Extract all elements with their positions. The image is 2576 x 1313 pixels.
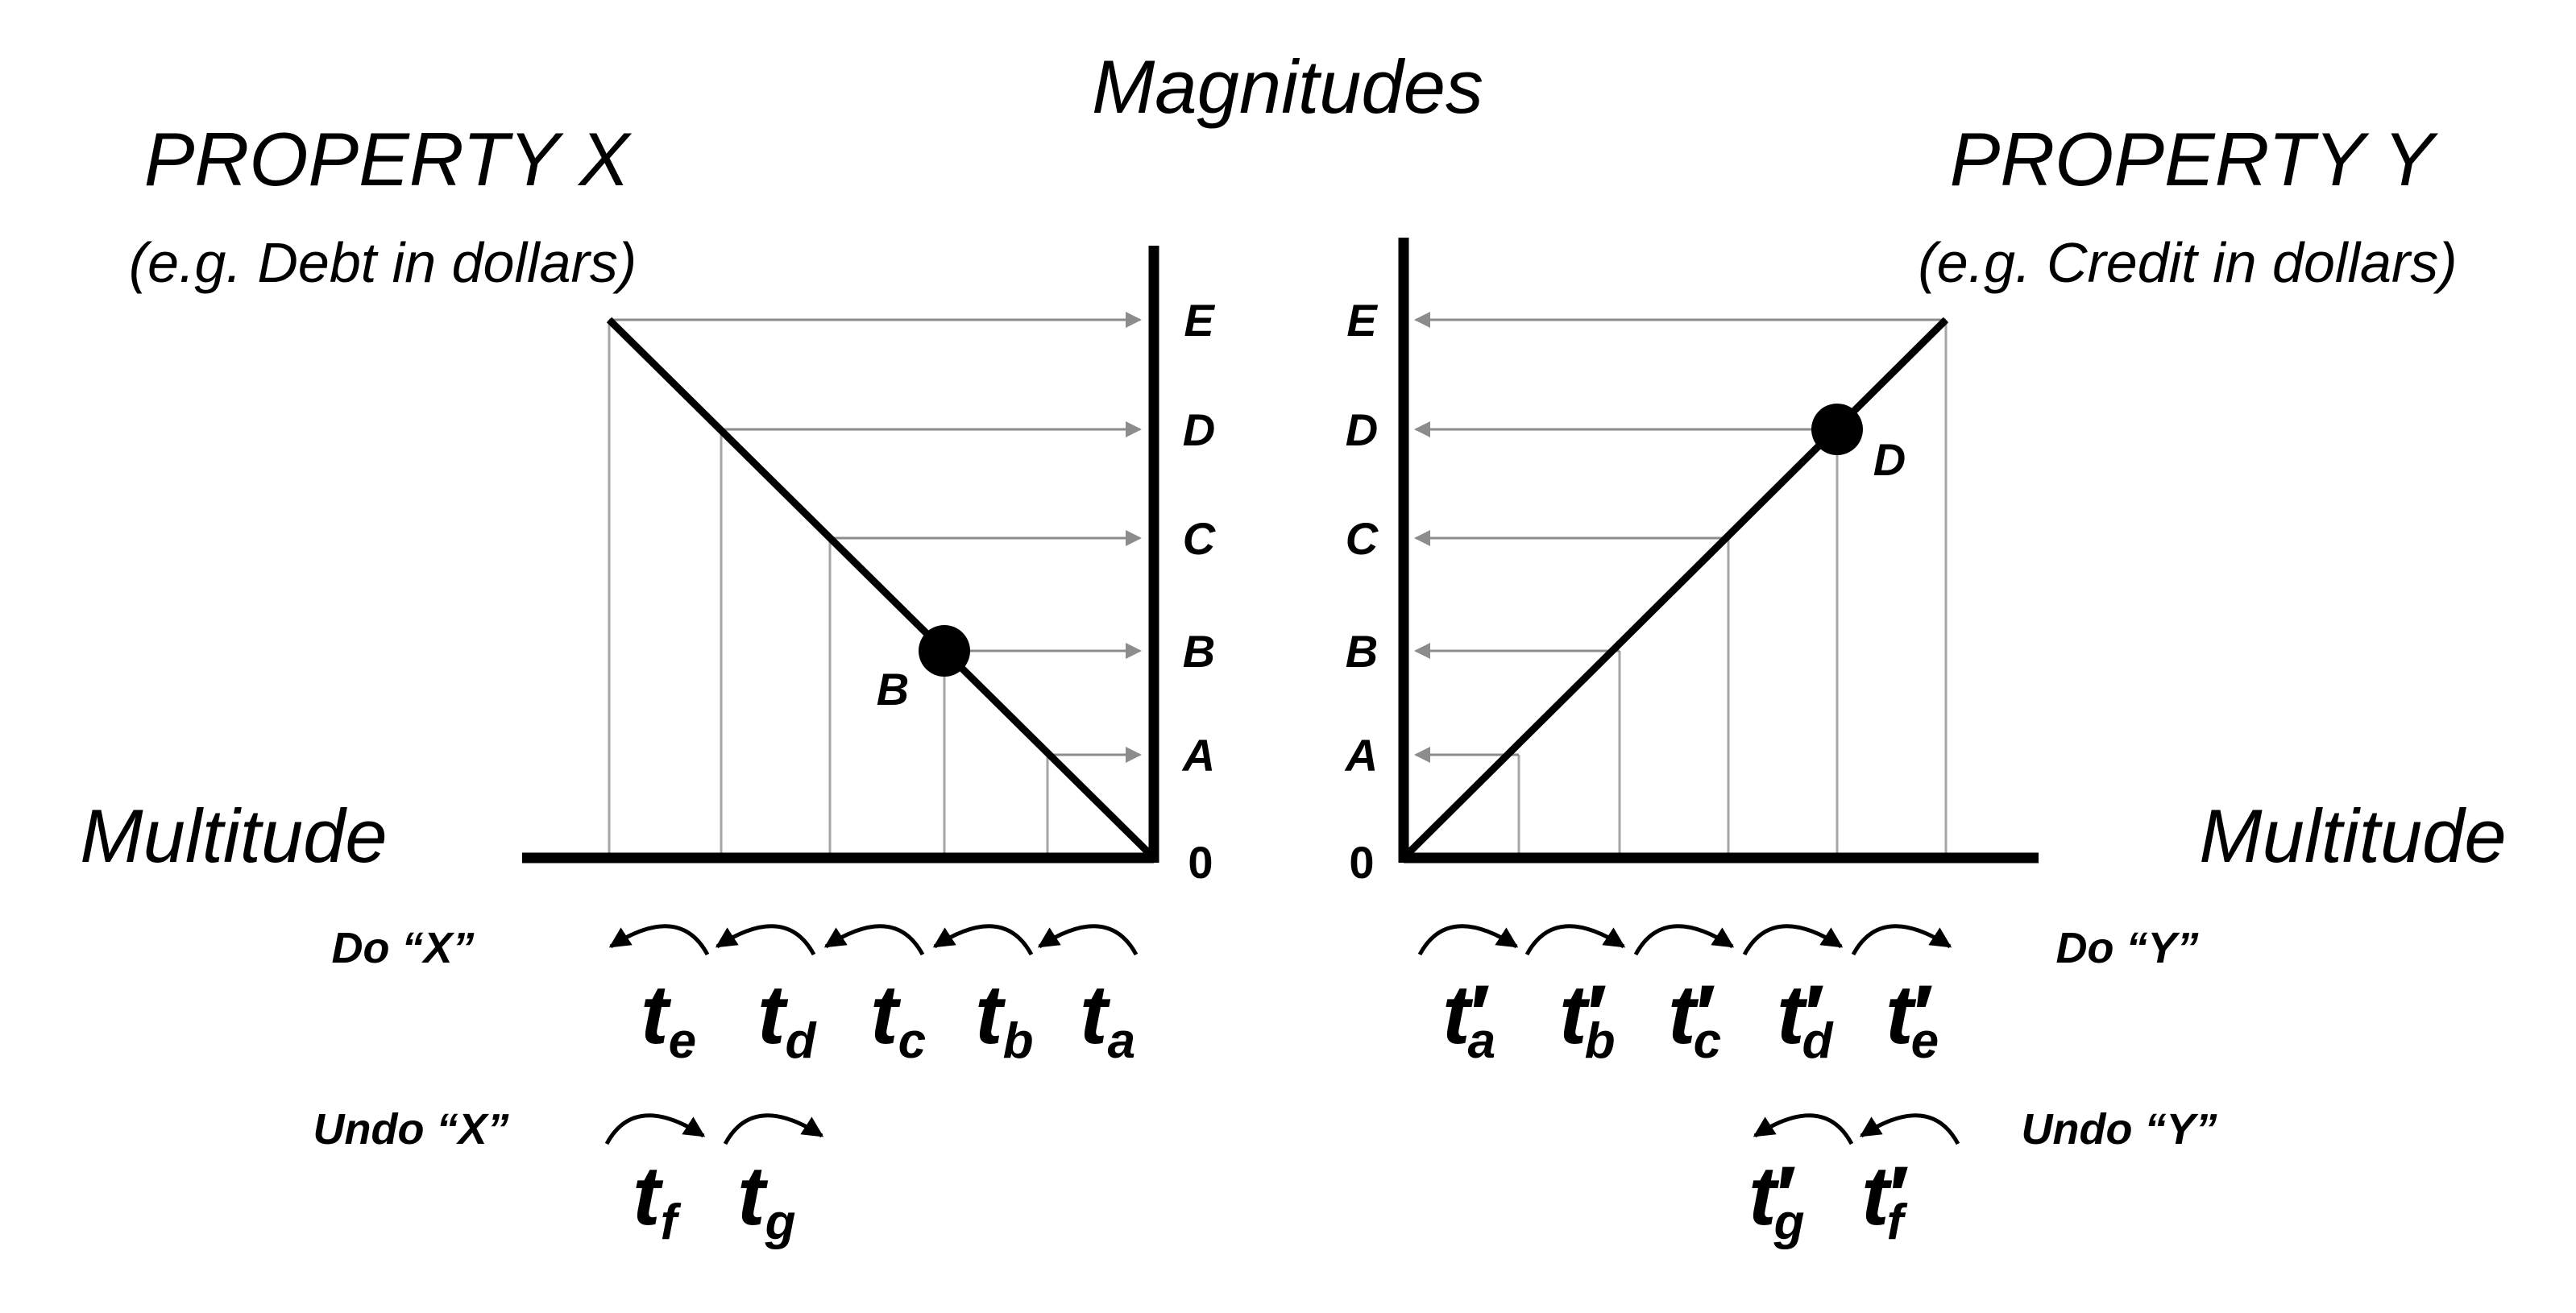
left-undo-label: Undo “X” (313, 1105, 509, 1154)
time-label-tc-prime: t′c (1668, 968, 1721, 1069)
right-axis-zero: 0 (1349, 837, 1374, 888)
left-do-arcs (608, 924, 1139, 956)
time-label-tg-prime: t′g (1748, 1149, 1804, 1250)
right-undo-times: t′g t′f (1748, 1149, 1910, 1250)
right-undo-arcs (1753, 1113, 1960, 1145)
right-undo-arc (1859, 1113, 1960, 1145)
right-do-arc (1742, 924, 1844, 956)
left-projection-arrows (609, 312, 1142, 763)
right-multitude-label: Multitude (2199, 793, 2506, 878)
right-projection-arrows (1414, 312, 1946, 763)
time-label-tf-prime: t′f (1861, 1149, 1910, 1250)
left-undo-times: tf tg (633, 1149, 796, 1250)
left-do-arc (823, 924, 925, 956)
right-tick-d: D (1346, 404, 1378, 455)
left-tick-a: A (1181, 730, 1215, 781)
right-do-arc (1851, 924, 1952, 956)
right-do-times: t′a t′b t′c t′d t′e (1442, 968, 1939, 1069)
right-point-d-marker (1811, 404, 1863, 455)
right-do-arcs (1417, 924, 1952, 956)
diagram-title: Magnitudes (1092, 44, 1483, 129)
left-tick-b: B (1183, 626, 1215, 677)
time-label-tg: tg (737, 1149, 796, 1250)
left-axis-zero: 0 (1188, 837, 1213, 888)
left-panel-property-x: PROPERTY X (e.g. Debt in dollars) Multit… (80, 117, 1216, 1250)
right-tick-e: E (1346, 295, 1378, 346)
left-do-arc (715, 924, 816, 956)
left-do-label: Do “X” (331, 924, 474, 972)
left-undo-arcs (604, 1113, 824, 1145)
left-tick-e: E (1184, 295, 1215, 346)
left-undo-arc (604, 1113, 706, 1145)
left-do-arc (608, 924, 710, 956)
right-do-arc (1633, 924, 1735, 956)
right-do-arc (1417, 924, 1519, 956)
right-undo-label: Undo “Y” (2022, 1105, 2217, 1154)
right-property-example: (e.g. Credit in dollars) (1918, 231, 2457, 294)
left-do-arc (932, 924, 1034, 956)
left-point-label: B (877, 664, 909, 714)
time-label-tb-prime: t′b (1559, 968, 1615, 1069)
right-undo-arc (1753, 1113, 1854, 1145)
time-label-td: td (757, 968, 817, 1069)
right-guide-lines (1517, 320, 1948, 858)
time-label-tb: tb (975, 968, 1034, 1069)
left-guide-lines (608, 320, 1049, 858)
time-label-te-prime: t′e (1885, 968, 1939, 1069)
left-property-title: PROPERTY X (144, 117, 633, 201)
right-property-line (1400, 317, 1949, 861)
time-label-te: te (641, 968, 696, 1069)
right-tick-a: A (1344, 730, 1378, 781)
time-label-ta-prime: t′a (1442, 968, 1495, 1069)
right-do-label: Do “Y” (2055, 924, 2198, 972)
left-multitude-label: Multitude (80, 793, 387, 878)
time-label-ta: ta (1080, 968, 1135, 1069)
time-label-tc: tc (870, 968, 926, 1069)
left-property-example: (e.g. Debt in dollars) (129, 231, 637, 294)
right-do-arc (1524, 924, 1626, 956)
left-do-times: te td tc tb ta (641, 968, 1135, 1069)
right-property-title: PROPERTY Y (1950, 117, 2439, 201)
time-label-tf: tf (633, 1149, 682, 1250)
right-tick-c: C (1346, 513, 1379, 564)
left-point-b-marker (919, 625, 970, 677)
time-label-td-prime: t′d (1777, 968, 1834, 1069)
left-tick-d: D (1183, 404, 1215, 455)
right-tick-b: B (1346, 626, 1378, 677)
left-do-arc (1037, 924, 1139, 956)
left-property-line (606, 317, 1157, 861)
right-panel-property-y: PROPERTY Y (e.g. Credit in dollars) Mult… (1344, 117, 2507, 1250)
left-undo-arc (723, 1113, 824, 1145)
right-point-label: D (1873, 434, 1906, 485)
left-tick-c: C (1183, 513, 1217, 564)
